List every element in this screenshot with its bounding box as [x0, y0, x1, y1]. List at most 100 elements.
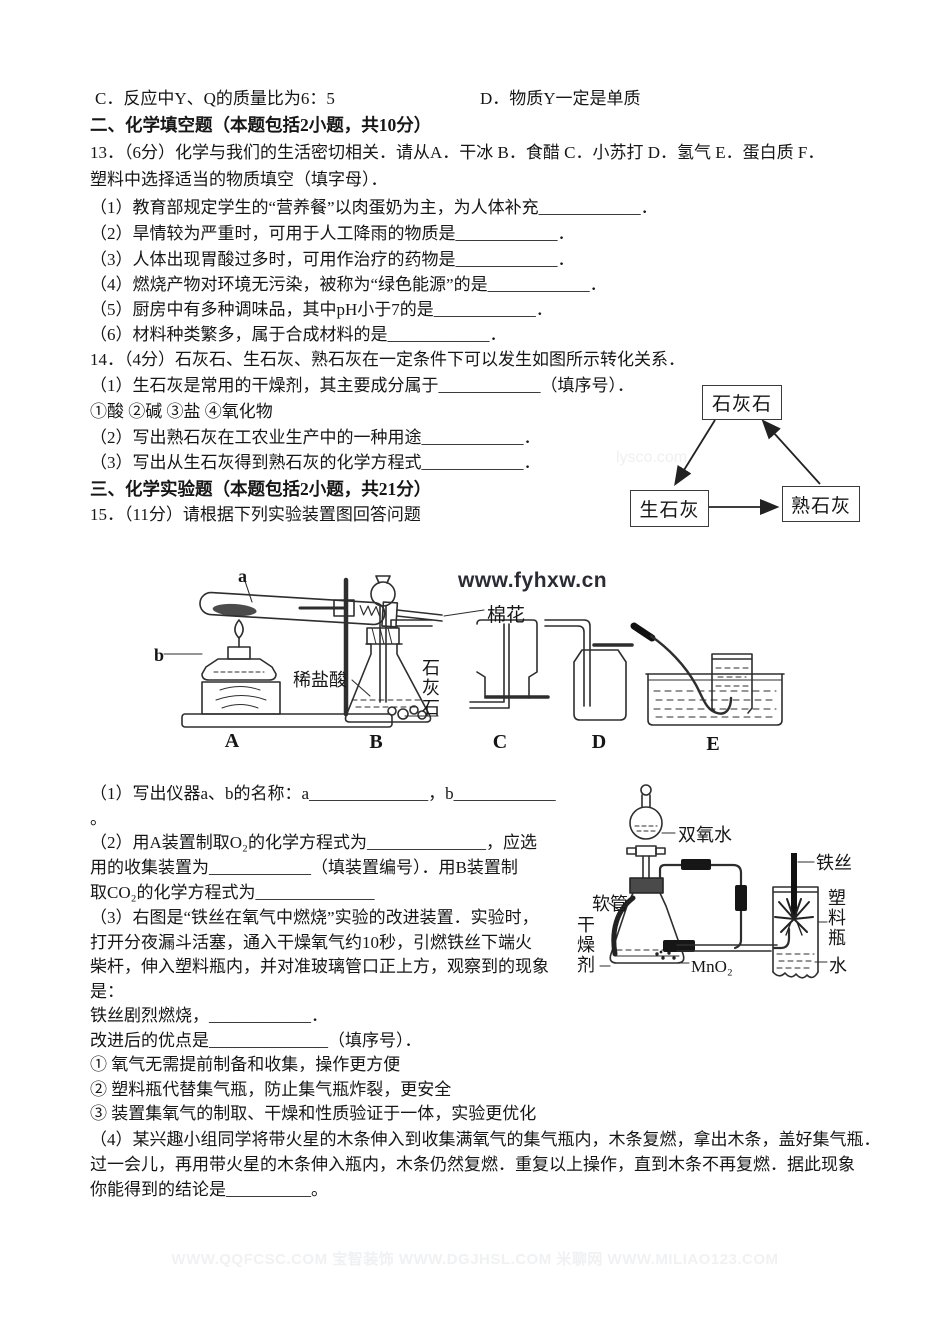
dilute-acid-label: 稀盐酸 — [293, 670, 347, 690]
q13-item-2: （2）旱情较为严重时，可用于人工降雨的物质是____________． — [90, 224, 575, 243]
lamp-bowl — [201, 658, 277, 681]
q13-item-3: （3）人体出现胃酸过多时，可用作治疗的药物是____________． — [90, 250, 575, 269]
sparks — [774, 898, 814, 936]
q15-p3d: 是： — [90, 982, 124, 1001]
instrument-b-label: b — [154, 645, 165, 665]
q15-p1b: 。 — [90, 809, 107, 828]
apparatus-letter-b: B — [369, 731, 383, 753]
collecting-bottle-e — [711, 653, 753, 714]
tube-c — [469, 623, 510, 709]
q15-p3c: 柴杆，伸入塑料瓶内，并对准玻璃管口正上方，观察到的现象 — [90, 957, 549, 976]
section2-header: 二、化学填空题（本题包括2小题，共10分） — [90, 115, 432, 135]
leader-lines — [599, 832, 828, 967]
stopcock-handle-left — [626, 847, 637, 855]
funnel-bulb — [370, 581, 396, 607]
q12-option-d: D．物质Y一定是单质 — [480, 89, 641, 108]
q13-intro-line2: 塑料中选择适当的物质填空（填字母）． — [90, 170, 388, 189]
delivery-tube-bottom — [396, 615, 443, 622]
diagram-box-slaked-lime: 熟石灰 — [782, 486, 860, 522]
q13-item-4: （4）燃烧产物对环境无污染，被称为“绿色能源”的是____________． — [90, 275, 607, 294]
gas-bottle-d — [573, 649, 627, 721]
diagram-box-quicklime: 生石灰 — [630, 490, 709, 527]
limestone-chunk1 — [387, 706, 397, 716]
q14-choices: ①酸 ②碱 ③盐 ④氧化物 — [90, 402, 273, 421]
q15-advantage-3: ③ 装置集氧气的制取、干燥和性质验证于一体，实验更优化 — [90, 1104, 537, 1123]
heated-powder — [212, 603, 257, 617]
acid-leader-line — [351, 679, 371, 697]
apparatus-letter-c: C — [492, 731, 508, 753]
stopcock-handle-right — [655, 847, 666, 855]
q15-p2a: （2）用A装置制取O₂的化学方程式为______________，应选 — [90, 833, 537, 852]
soft-hose-label: 软管 — [592, 894, 628, 914]
limestone-chunk3 — [409, 705, 419, 715]
q14-item-2: （2）写出熟石灰在工农业生产中的一种用途____________． — [90, 428, 541, 447]
peroxide-liquid — [634, 825, 658, 832]
tube-connectors — [663, 859, 747, 952]
reaction-flask — [609, 892, 685, 964]
bottle-water-e — [715, 667, 749, 687]
q15-p4c: 你能得到的结论是__________。 — [90, 1180, 328, 1199]
lamp-cap — [227, 646, 251, 660]
cotton-leader-line — [443, 609, 485, 617]
q15-p3a: （3）右图是“铁丝在氧气中燃烧”实验的改进装置．实验时， — [90, 908, 539, 927]
trough-water — [653, 690, 777, 718]
q14-item-3: （3）写出从生石灰得到熟石灰的化学方程式____________． — [90, 453, 541, 472]
q15-p2c: 取CO₂的化学方程式为______________ — [90, 883, 375, 902]
funnel-neck — [641, 794, 651, 808]
q15-p2b: 用的收集装置为____________（填装置编号）．用B装置制 — [90, 858, 518, 877]
trough — [647, 673, 783, 726]
flask-stopper — [366, 627, 400, 645]
stopper-hatch — [371, 627, 393, 645]
mno2-label: MnO₂ — [691, 957, 733, 976]
transformation-arrows-diagram — [674, 419, 821, 516]
bottom-watermark: WWW.QQFCSC.COM 宝智装饰 WWW.DGJHSL.COM 米聊网 W… — [171, 1251, 779, 1268]
q15-advantage-1: ① 氧气无需提前制备和收集，操作更方便 — [90, 1055, 401, 1074]
separating-funnel-bulb — [629, 806, 663, 840]
limestone-chunk4 — [417, 710, 427, 720]
limestone-label: 石灰石 — [420, 658, 440, 718]
cotton-wad — [359, 605, 381, 617]
q13-item-6: （6）材料种类繁多，属于合成材料的是____________． — [90, 325, 507, 344]
q15-advantage-2: ② 塑料瓶代替集气瓶，防止集气瓶炸裂，更安全 — [90, 1080, 452, 1099]
flask-rubber-stopper — [629, 877, 664, 894]
delivery-tube-top — [396, 609, 443, 616]
apparatus-row-figure — [163, 575, 785, 728]
flask-delivery-tube — [390, 619, 433, 629]
iron-wire — [791, 853, 797, 917]
apparatus-letter-a: A — [224, 730, 240, 752]
mno2-particles — [655, 950, 676, 960]
section3-header: 三、化学实验题（本题包括2小题，共21分） — [90, 479, 432, 499]
apparatus-letter-d: D — [591, 731, 607, 753]
q13-item-1: （1）教育部规定学生的“营养餐”以肉蛋奶为主，为人体补充____________… — [90, 198, 658, 217]
q15-p4b: 过一会儿，再用带火星的木条伸入瓶内，木条仍然复燃．重复以上操作，直到木条不再复燃… — [90, 1155, 855, 1174]
q15-p1a: （1）写出仪器a、b的名称：a______________，b_________… — [90, 784, 556, 803]
q15-p3b: 打开分夜漏斗活塞，通入干燥氧气约10秒，引燃铁丝下端火 — [90, 933, 532, 952]
diagram-box-limestone: 石灰石 — [702, 385, 782, 420]
plastic-bottle-label: 塑料瓶 — [826, 888, 846, 948]
stand-base — [181, 713, 393, 728]
arrow-limestone-to-quicklime — [674, 419, 716, 487]
output-tube — [676, 944, 778, 952]
gas-bottle-c — [476, 619, 538, 699]
tube-e — [649, 634, 733, 715]
tube-handle-e — [630, 622, 656, 642]
water-label: 水 — [829, 956, 847, 976]
cotton-label: 棉花 — [487, 605, 526, 626]
q15-p4a: （4）某兴趣小组同学将带火星的木条伸入到收集满氧气的集气瓶内，木条复燃，拿出木条… — [90, 1130, 881, 1149]
stopcock — [635, 845, 657, 857]
q15-p3f: 改进后的优点是______________（填序号）． — [90, 1031, 422, 1050]
q12-option-c: C．反应中Y、Q的质量比为6：5 — [95, 89, 335, 108]
iron-wire-label: 铁丝 — [816, 853, 852, 873]
q13-intro-line1: 13．（6分）化学与我们的生活密切相关．请从A．干冰 B．食醋 C．小苏打 D．… — [90, 143, 825, 162]
q14-intro: 14．（4分）石灰石、生石灰、熟石灰在一定条件下可以发生如图所示转化关系． — [90, 350, 685, 369]
improved-apparatus-figure — [599, 784, 828, 979]
funnel-stem — [642, 855, 650, 879]
wood-block — [201, 681, 281, 715]
lamp-flame — [234, 619, 244, 639]
instrument-a-label: a — [238, 566, 247, 586]
funnel-mouth — [375, 575, 391, 584]
apparatus-letter-e: E — [706, 733, 720, 755]
loop-tube — [658, 863, 743, 950]
funnel-stopper-knob — [640, 784, 652, 796]
